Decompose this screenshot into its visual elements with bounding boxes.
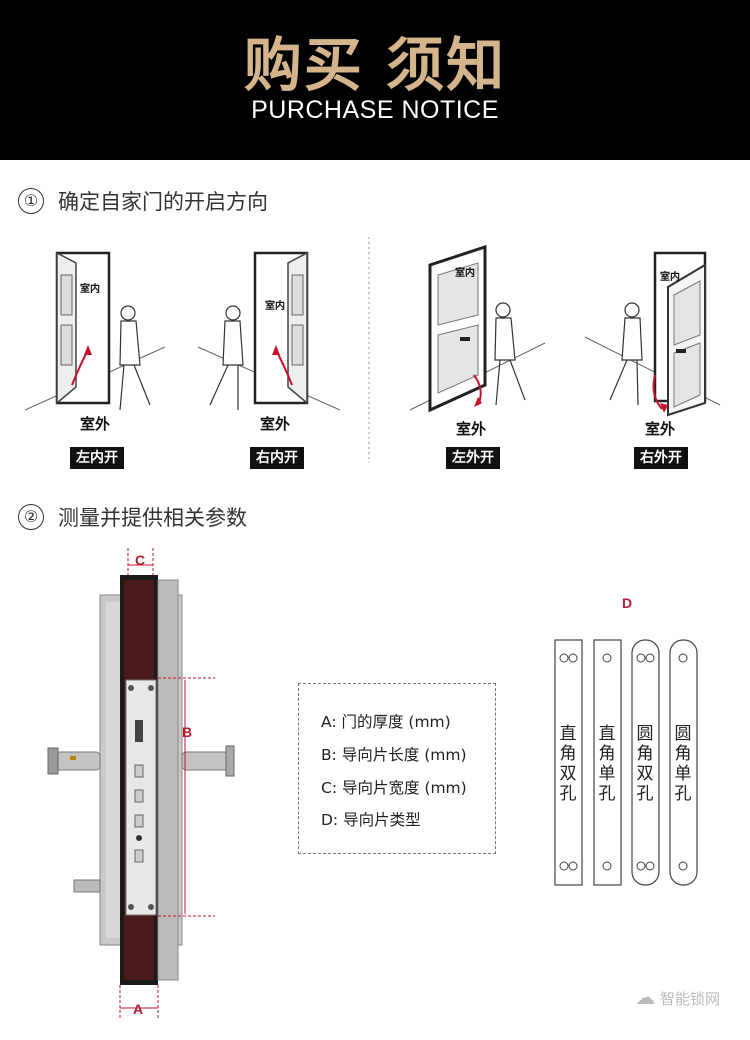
page-subtitle: PURCHASE NOTICE <box>251 96 499 124</box>
param-c: C: 导向片宽度 (mm) <box>321 779 467 797</box>
door1-type-badge: 左内开 <box>70 447 124 469</box>
param-d: D: 导向片类型 <box>321 811 421 829</box>
strike-plate-types <box>554 639 698 886</box>
section1-heading: ① 确定自家门的开启方向 <box>18 186 268 216</box>
section2-title: 测量并提供相关参数 <box>58 506 247 530</box>
dimension-b-label: B <box>182 724 193 740</box>
section1-number: ① <box>18 188 44 214</box>
page-title: 购买 须知 <box>243 31 507 99</box>
door4-type-badge: 右外开 <box>634 447 688 469</box>
parameter-list-box: A: 门的厚度 (mm) B: 导向片长度 (mm) C: 导向片宽度 (mm)… <box>298 683 496 854</box>
param-b: B: 导向片长度 (mm) <box>321 746 467 764</box>
door3-outdoor-label: 室外 <box>456 420 487 438</box>
header-banner: 购买 须知 PURCHASE NOTICE <box>0 0 750 160</box>
door2-outdoor-label: 室外 <box>260 415 291 433</box>
door3-type-badge: 左外开 <box>446 447 500 469</box>
param-a: A: 门的厚度 (mm) <box>321 713 451 731</box>
dimension-c-label: C <box>135 552 146 568</box>
watermark-text: 智能锁网 <box>659 990 720 1008</box>
door2-indoor-label: 室内 <box>265 301 285 312</box>
section2-heading: ② 测量并提供相关参数 <box>18 502 247 532</box>
plate-round-single-hole <box>669 639 698 886</box>
section2-number: ② <box>18 504 44 530</box>
cloud-logo-icon: ☁ <box>635 985 656 1009</box>
door-right-inward-illustration <box>197 251 341 411</box>
door2-type-badge: 右内开 <box>250 447 304 469</box>
door-left-outward-illustration <box>409 244 546 413</box>
plate-round-double-hole <box>631 639 660 886</box>
dimension-d-label: D <box>622 595 633 611</box>
door4-indoor-label: 室内 <box>660 272 680 283</box>
door-left-inward-illustration <box>24 251 166 411</box>
plate-square-double-hole <box>554 639 583 886</box>
door3-indoor-label: 室内 <box>455 268 475 279</box>
door1-outdoor-label: 室外 <box>80 415 111 433</box>
plate-square-single-hole <box>593 639 622 886</box>
door-right-outward-illustration <box>584 251 721 417</box>
door4-outdoor-label: 室外 <box>645 420 676 438</box>
door-direction-illustrations <box>24 237 721 463</box>
lock-diagram <box>47 548 235 1018</box>
section1-title: 确定自家门的开启方向 <box>58 190 268 214</box>
door1-indoor-label: 室内 <box>80 284 100 295</box>
dimension-a-label: A <box>133 1001 144 1017</box>
watermark: ☁ 智能锁网 <box>635 985 720 1009</box>
